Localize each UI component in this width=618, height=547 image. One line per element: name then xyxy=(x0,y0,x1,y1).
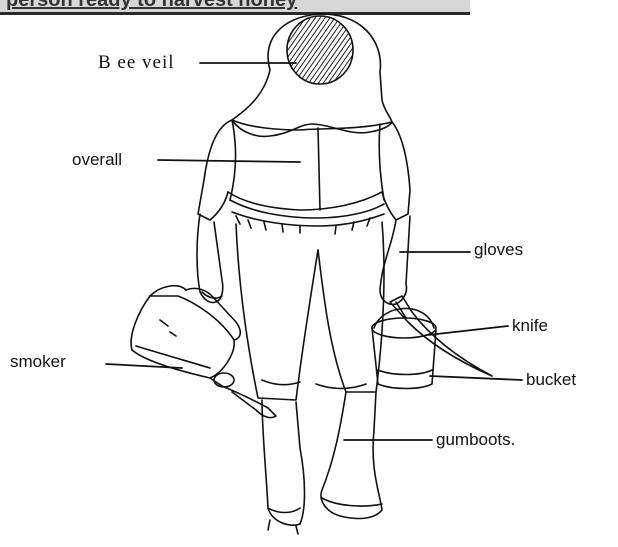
pointer-smoker xyxy=(106,364,182,368)
pointer-bucket xyxy=(430,376,522,380)
bee-veil-hood xyxy=(232,14,392,136)
gumboots xyxy=(262,392,382,534)
gloves xyxy=(197,214,410,304)
label-smoker: smoker xyxy=(10,352,66,372)
label-gloves: gloves xyxy=(474,240,523,260)
pointer-overall xyxy=(158,160,300,162)
bucket xyxy=(372,308,436,388)
label-gumboots: gumboots. xyxy=(436,430,515,450)
label-overall: overall xyxy=(72,150,122,170)
pointer-lines xyxy=(106,63,522,440)
label-knife: knife xyxy=(512,316,548,336)
veil-mesh xyxy=(287,16,353,84)
label-bucket: bucket xyxy=(526,370,576,390)
smoker xyxy=(131,286,276,418)
pointer-knife xyxy=(428,326,508,335)
label-bee-veil: B ee veil xyxy=(98,52,175,74)
